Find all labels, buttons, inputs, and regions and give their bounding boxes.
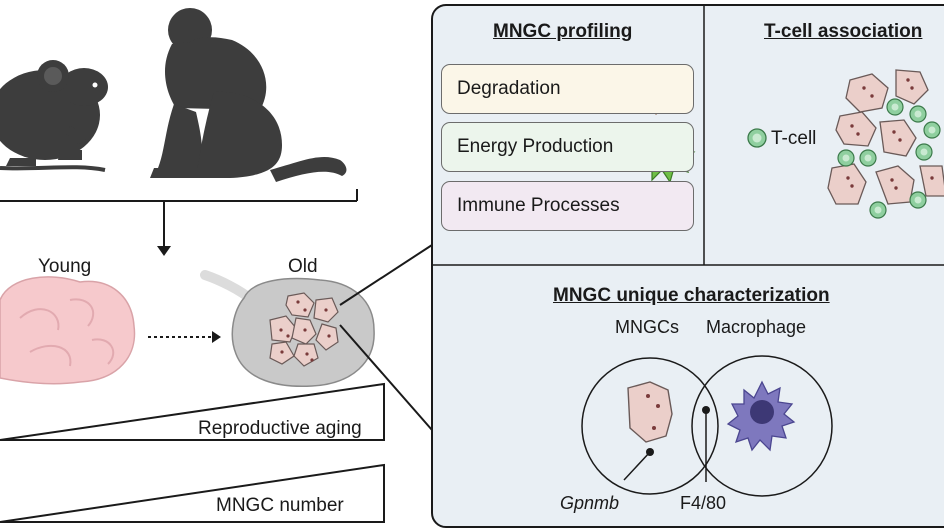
stage-old-label: Old <box>288 256 318 277</box>
macrophage-set-circle <box>691 355 833 497</box>
profiling-item-label: Immune Processes <box>457 195 620 216</box>
tcell-legend-label: T-cell <box>771 128 817 149</box>
stage-young-label: Young <box>38 256 92 277</box>
mngc-number-label: MNGC number <box>216 495 344 516</box>
venn-left-label: MNGCs <box>615 317 679 337</box>
mngc-number-wedge <box>0 463 385 523</box>
tcell-title: T-cell association <box>764 21 923 42</box>
old-ovary <box>200 270 375 388</box>
monkey-icon <box>150 8 347 182</box>
profiling-title: MNGC profiling <box>493 21 633 42</box>
profiling-item-label: Energy Production <box>457 136 614 157</box>
profiling-item-energy: Energy Production <box>441 122 694 172</box>
mngc-set-circle <box>581 357 719 495</box>
characterization-title: MNGC unique characterization <box>553 285 830 306</box>
mouse-icon <box>0 60 108 172</box>
reproductive-aging-wedge <box>0 382 385 441</box>
marker-f480-label: F4/80 <box>680 493 727 513</box>
tcell-cluster <box>827 69 944 219</box>
venn-right-label: Macrophage <box>706 317 807 337</box>
marker-gpnmb-label: Gpnmb <box>560 493 620 513</box>
young-ovary <box>0 276 136 385</box>
tcell-legend-icon <box>747 128 767 148</box>
profiling-item-label: Degradation <box>457 78 561 99</box>
profiling-item-immune: Immune Processes <box>441 181 694 231</box>
reproductive-aging-label: Reproductive aging <box>198 418 362 439</box>
macrophage-cell-icon <box>726 380 796 452</box>
profiling-item-degradation: Degradation <box>441 64 694 114</box>
mngc-cell-icon <box>627 381 673 443</box>
